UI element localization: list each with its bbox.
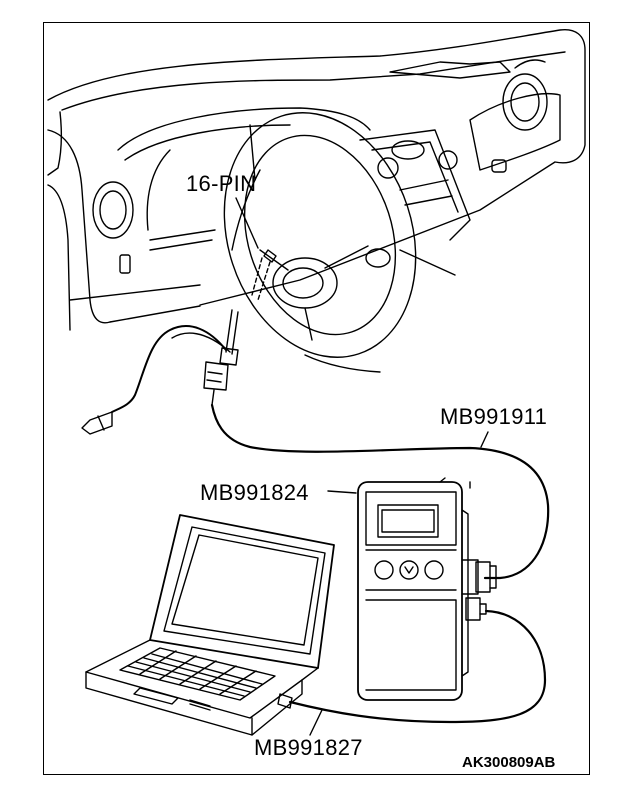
laptop: [85, 514, 335, 736]
cable-main-label: MB991911: [440, 404, 548, 429]
cable-mb991827: [277, 609, 547, 736]
cable-usb-label: MB991827: [254, 735, 363, 760]
figure-frame: [43, 22, 590, 775]
tester-leader: [327, 490, 357, 494]
tester-device: [357, 477, 497, 701]
figure-code: AK300809AB: [462, 754, 556, 771]
cable-mb991911: [81, 309, 550, 580]
connector-label: 16-PIN: [186, 171, 257, 196]
tester-label: MB991824: [200, 480, 309, 505]
dashboard: [47, 28, 586, 331]
connector-leader: [235, 197, 277, 301]
